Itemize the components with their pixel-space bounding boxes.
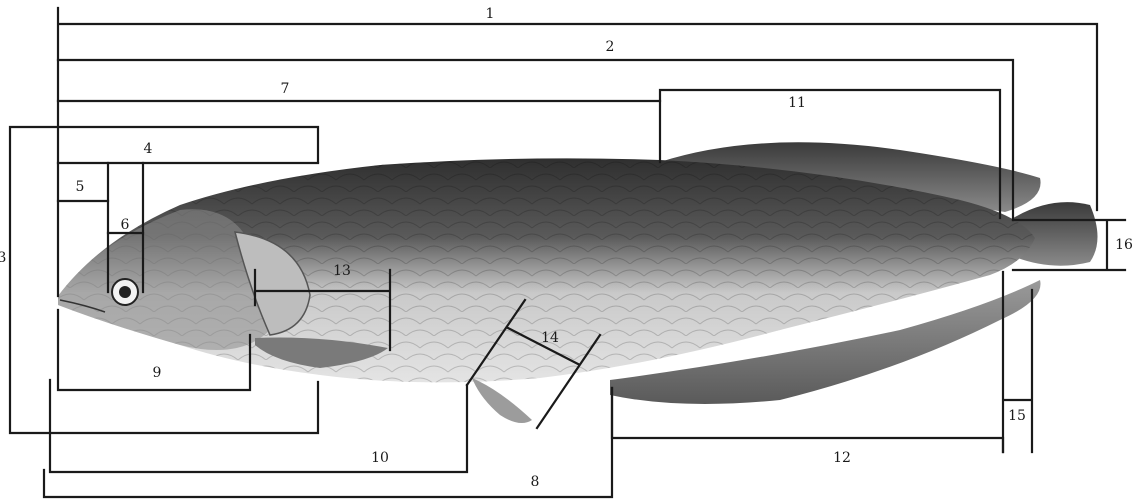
label-10: 10 xyxy=(371,450,389,466)
measure-10-line xyxy=(50,380,467,472)
label-16: 16 xyxy=(1115,237,1133,253)
label-6: 6 xyxy=(121,217,130,233)
pelvic-fin xyxy=(472,378,532,423)
fish-illustration xyxy=(58,142,1098,423)
fish-head xyxy=(58,209,271,350)
label-1: 1 xyxy=(486,6,495,22)
label-11: 11 xyxy=(788,95,806,111)
label-2: 2 xyxy=(606,39,615,55)
label-13: 13 xyxy=(333,263,351,279)
label-7: 7 xyxy=(281,81,290,97)
label-12: 12 xyxy=(833,450,851,466)
label-15: 15 xyxy=(1008,408,1026,424)
label-4: 4 xyxy=(144,141,153,157)
label-14: 14 xyxy=(541,330,559,346)
label-3: 3 xyxy=(0,250,6,266)
label-5: 5 xyxy=(76,179,85,195)
measure-8-line xyxy=(44,388,612,497)
label-8: 8 xyxy=(531,474,540,490)
label-9: 9 xyxy=(153,365,162,381)
